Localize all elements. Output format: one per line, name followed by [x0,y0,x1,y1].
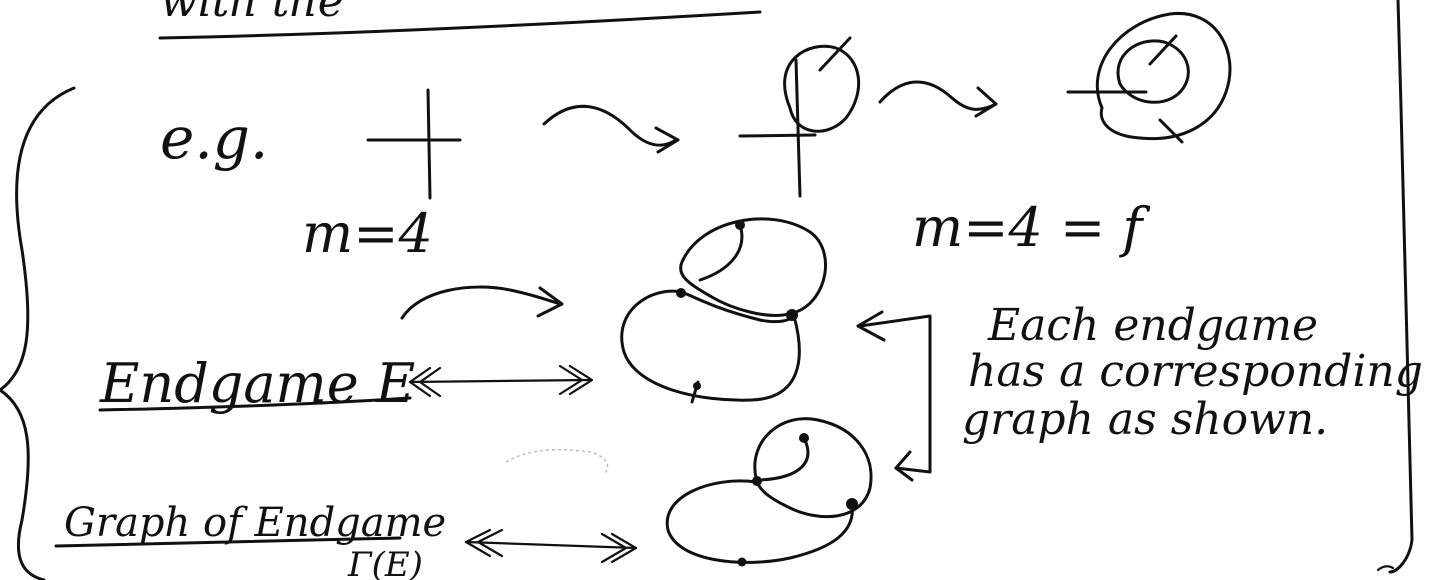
bracket-arrow-bottom-head-a [894,450,912,470]
evolution-arrow-2-head [974,86,998,118]
curved-arrow-head [536,286,564,318]
graph-mid-node-2 [676,288,686,298]
bracket-arrow-top-head-a [856,310,884,328]
graph-mid-node-3 [786,309,798,321]
evolution-arrow-2 [878,80,998,111]
graph-symbol: Γ(E) [347,545,423,580]
graph-bottom-node-1 [799,433,809,443]
single-loop-diagonal [818,36,852,72]
graph-bottom-bottom-loop [665,479,854,564]
endgame-underline [98,396,412,412]
graph-double-arrow-shaft [464,540,638,550]
header-fragment: with the [160,0,344,27]
bracket-arrow-path [858,314,932,474]
m-left-label: m=4 [302,202,433,265]
graph-double-arrow-right-head [600,532,638,564]
curved-arrow [400,285,562,320]
graph-mid-bottom-loop [620,289,801,402]
header-underline [158,10,762,40]
caption-line-3: graph as shown. [962,394,1328,445]
bracket-arrow-top-head-b [856,324,886,342]
caption: Each endgame has a corresponding graph a… [962,300,1437,445]
double-loop-outer [1095,12,1232,141]
evolution-arrow-1-head [654,126,680,154]
endgame-double-arrow-right-head [558,364,594,396]
graph-bottom-node-3 [846,498,858,510]
graph-mid-node-1 [735,220,745,230]
graph-mid-top-loop [679,217,827,317]
endgame-double-arrow-shaft [408,378,592,384]
evolution-arrow-1 [542,104,678,147]
double-loop-tick [1158,118,1184,144]
right-bracket-mark [1376,565,1395,572]
graph-bottom-inner-arc [758,436,810,482]
faint-mark [505,449,609,475]
endgame-double-arrow-left-head [408,366,442,398]
graph-mid-inner-arc [698,223,744,282]
left-brace [0,86,76,580]
cross-vertical [426,88,432,200]
eg-label: e.g. [160,104,268,172]
single-loop-horizontal [738,133,817,138]
m-right-label: m=4 = f [912,196,1150,259]
graph-mid-connect [680,290,796,324]
single-loop-vertical [794,58,802,198]
graph-bottom-node-4 [737,557,747,567]
single-loop [783,44,861,133]
graph-double-arrow-left-head [464,528,504,558]
caption-line-1: Each endgame [987,300,1318,351]
caption-line-2: has a corresponding [968,346,1423,397]
bracket-arrow-bottom-head-b [894,466,914,482]
double-loop-diagonal [1148,34,1178,66]
double-loop-inner [1116,39,1190,104]
right-bracket [1388,0,1414,574]
graph-bottom-top-loop [753,417,873,519]
graph-mid-node-4 [693,382,701,390]
graph-label-underline [54,536,402,548]
graph-bottom-node-2 [752,476,762,486]
